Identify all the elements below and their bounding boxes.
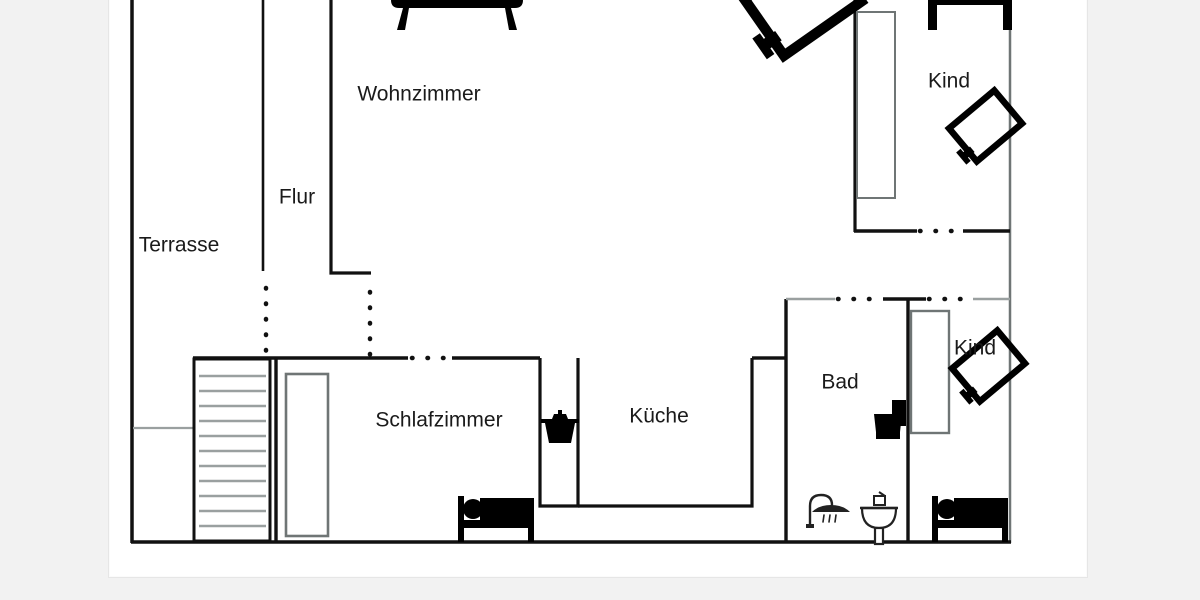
room-label-kueche: Küche bbox=[629, 405, 689, 428]
toilet-icon bbox=[874, 400, 906, 439]
cooking-pot-icon bbox=[541, 410, 579, 443]
shower-icon bbox=[806, 493, 850, 528]
room-label-schlafzimmer: Schlafzimmer bbox=[375, 409, 502, 432]
washbasin-icon bbox=[860, 491, 898, 546]
room-label-terrasse: Terrasse bbox=[139, 234, 220, 257]
room-label-bad: Bad bbox=[821, 371, 858, 394]
room-label-flur: Flur bbox=[279, 186, 315, 209]
staircase-icon bbox=[192, 357, 272, 543]
room-label-wohnzimmer: Wohnzimmer bbox=[357, 83, 480, 106]
table-icon bbox=[928, 0, 1012, 30]
wardrobe-icon bbox=[284, 372, 330, 538]
room-label-kind-oben: Kind bbox=[928, 70, 970, 93]
sofa-icon bbox=[391, 0, 523, 30]
room-labels: Terrasse Flur Wohnzimmer Kind Schlafzimm… bbox=[139, 70, 996, 432]
dotted-openings bbox=[263, 228, 973, 361]
wall-flur-right bbox=[329, 0, 371, 275]
bed-icon bbox=[932, 496, 1008, 542]
bed-icon bbox=[458, 496, 534, 542]
room-label-kind-unten: Kind bbox=[954, 337, 996, 360]
wardrobe-icon bbox=[909, 309, 951, 435]
wall-kueche-left bbox=[538, 358, 580, 508]
wall-kueche-right bbox=[578, 358, 754, 508]
bed-icon bbox=[731, 0, 861, 65]
wardrobe-icon bbox=[856, 11, 896, 199]
